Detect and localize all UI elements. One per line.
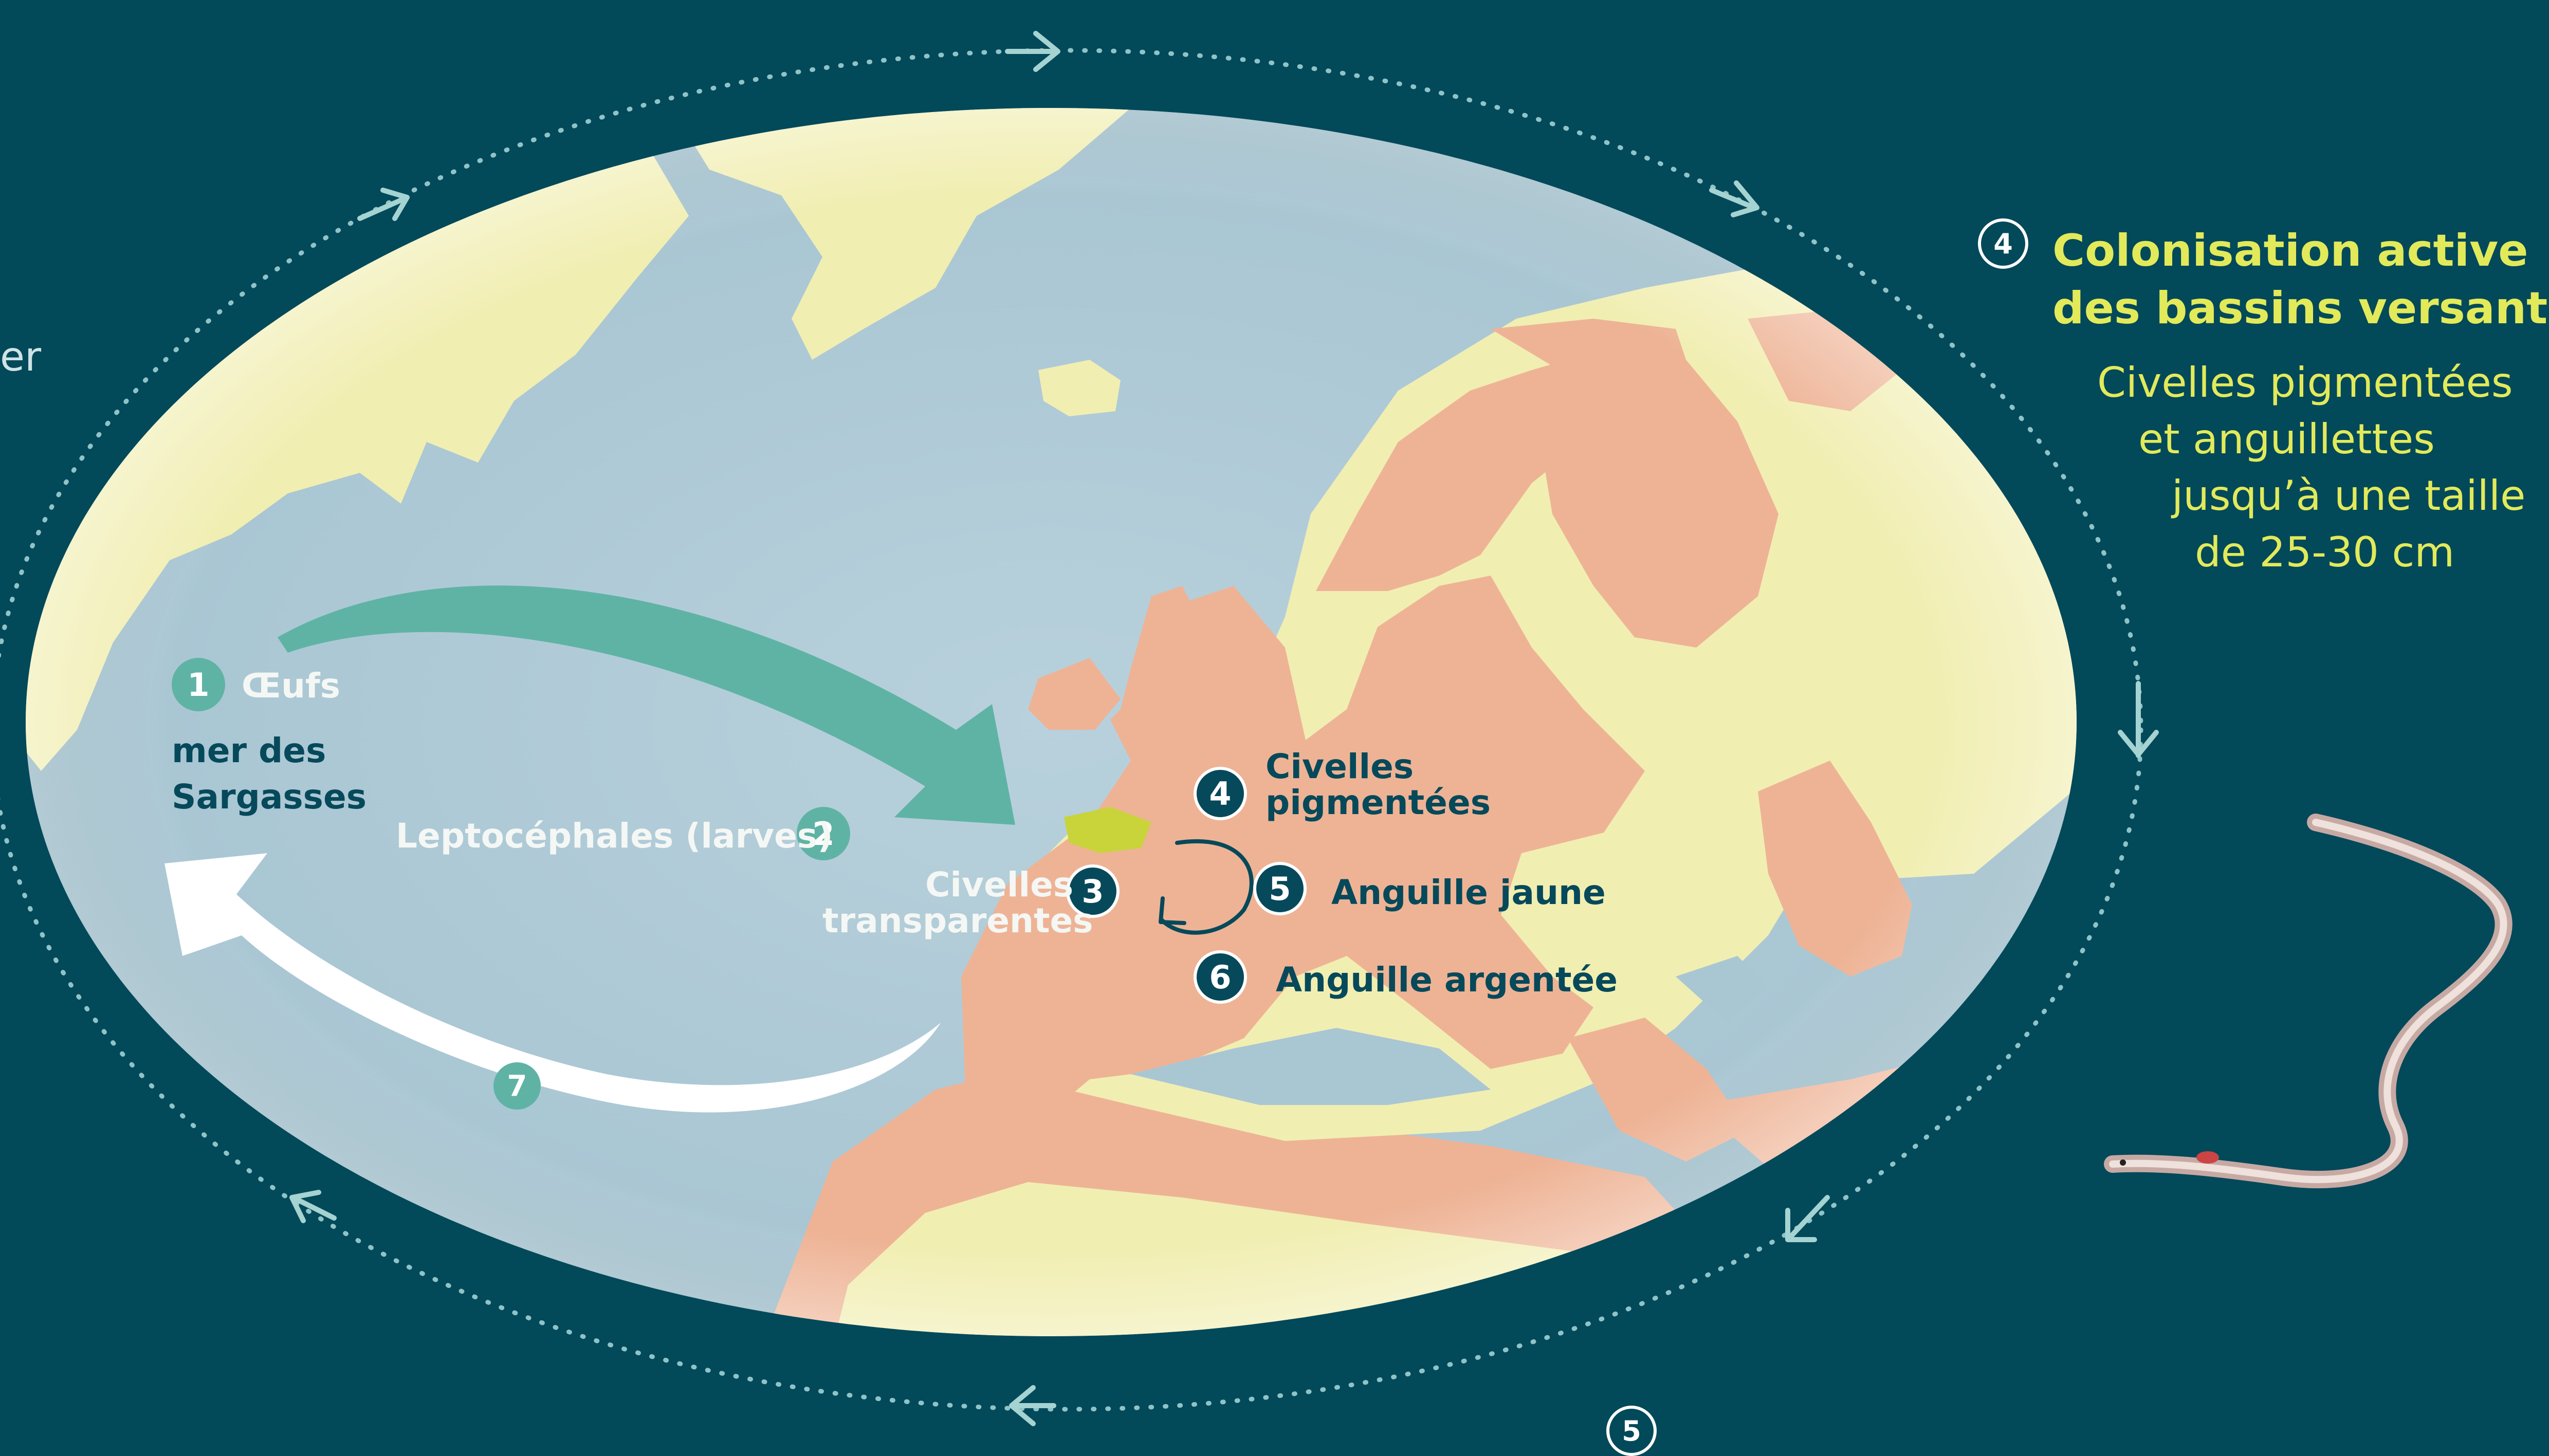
silver-eel-return-arrow [164,853,941,1113]
stage-2-badge: 2 [797,807,850,860]
civelles-pigmentees-line1: Civelles [1266,747,1414,786]
panel-4-text-line4: de 25-30 cm [2195,528,2455,576]
left-edge-fragment: er [0,334,42,380]
stage-5-badge: 5 [1253,862,1307,915]
stage-7-badge: 7 [493,1062,541,1110]
leptocephales-label: Leptocéphales (larves) [396,816,833,856]
panel-4-title-line2: des bassins versants [2052,283,2549,334]
panel-4-title-line1: Colonisation active [2052,225,2528,277]
cycle-direction-arrow-icon [289,31,2159,1426]
stage-1-badge: 1 [172,658,225,711]
sargasses-label-line1: mer des [172,731,326,770]
panel-5-badge: 5 [1606,1406,1657,1456]
sargasses-label-line2: Sargasses [172,777,367,817]
oeufs-label: Œufs [242,666,341,706]
panel-4-badge: 4 [1978,218,2028,269]
cycle-arrow-icon [1159,839,1254,935]
leptocephale-migration-arrow [278,585,1015,825]
panel-4-text-line3: jusqu’à une taille [2172,472,2526,520]
eel-illustration [2104,814,2513,1189]
anguille-jaune-label: Anguille jaune [1331,873,1606,912]
panel-4-text-line1: Civelles pigmentées [2097,359,2513,407]
civelles-transparentes-line2: transparentes [822,901,1093,941]
stage-4-badge: 4 [1194,767,1247,820]
civelles-pigmentees-line2: pigmentées [1266,783,1491,822]
stage-6-badge: 6 [1194,950,1247,1004]
stage-3-badge: 3 [1066,864,1120,918]
anguille-argentee-label: Anguille argentée [1276,960,1618,1000]
civelles-transparentes-line1: Civelles [925,865,1074,905]
panel-4-text-line2: et anguillettes [2138,415,2435,463]
